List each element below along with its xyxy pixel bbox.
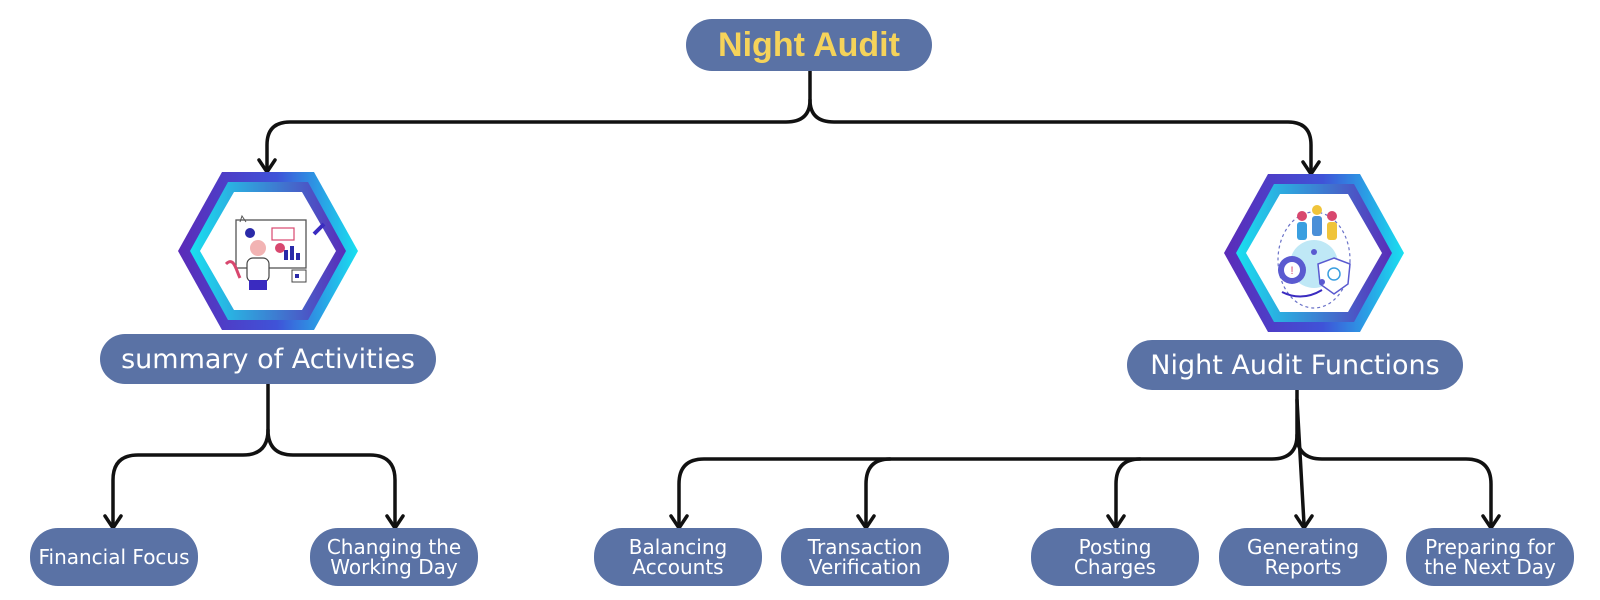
connector-functions-to-generating — [1295, 398, 1306, 526]
leaf-node-posting-charges: Posting Charges — [1031, 528, 1199, 586]
presentation-dashboard-icon — [178, 172, 358, 330]
leaf-node-financial-focus: Financial Focus — [30, 528, 198, 586]
connector-functions-to-balancing — [677, 388, 1299, 526]
connector-functions-to-posting — [1114, 457, 1142, 526]
connector-functions-to-transaction — [864, 457, 892, 526]
connector-summary-to-financial — [111, 382, 270, 526]
branch-label-summary: summary of Activities — [121, 343, 415, 375]
root-label: Night Audit — [718, 25, 900, 64]
leaf-node-preparing-for-the-next-day: Preparing for the Next Day — [1406, 528, 1574, 586]
connector-root-left — [265, 69, 812, 170]
team-security-settings-icon: ! — [1224, 174, 1404, 332]
connector-functions-to-preparing — [1295, 433, 1493, 526]
leaf-node-generating-reports: Generating Reports — [1219, 528, 1387, 586]
leaf-node-balancing-accounts: Balancing Accounts — [594, 528, 762, 586]
branch-node-night-audit-functions: Night Audit Functions — [1127, 340, 1463, 390]
leaf-node-transaction-verification: Transaction Verification — [781, 528, 949, 586]
root-node-night-audit: Night Audit — [686, 19, 932, 71]
branch-label-functions: Night Audit Functions — [1150, 349, 1440, 381]
branch-node-summary-of-activities: summary of Activities — [100, 334, 436, 384]
leaf-label: Generating Reports — [1246, 535, 1360, 579]
leaf-node-changing-the-working-day: Changing the Working Day — [310, 528, 478, 586]
leaf-label: Posting Charges — [1073, 535, 1157, 579]
leaf-label: Preparing for the Next Day — [1424, 535, 1556, 579]
leaf-label: Transaction Verification — [807, 535, 923, 579]
connector-root-right — [808, 98, 1313, 172]
svg-text:!: ! — [1290, 265, 1293, 277]
leaf-label: Financial Focus — [38, 545, 190, 569]
connector-summary-to-changing — [266, 428, 397, 526]
leaf-label: Balancing Accounts — [628, 535, 728, 579]
leaf-label: Changing the Working Day — [326, 535, 462, 579]
